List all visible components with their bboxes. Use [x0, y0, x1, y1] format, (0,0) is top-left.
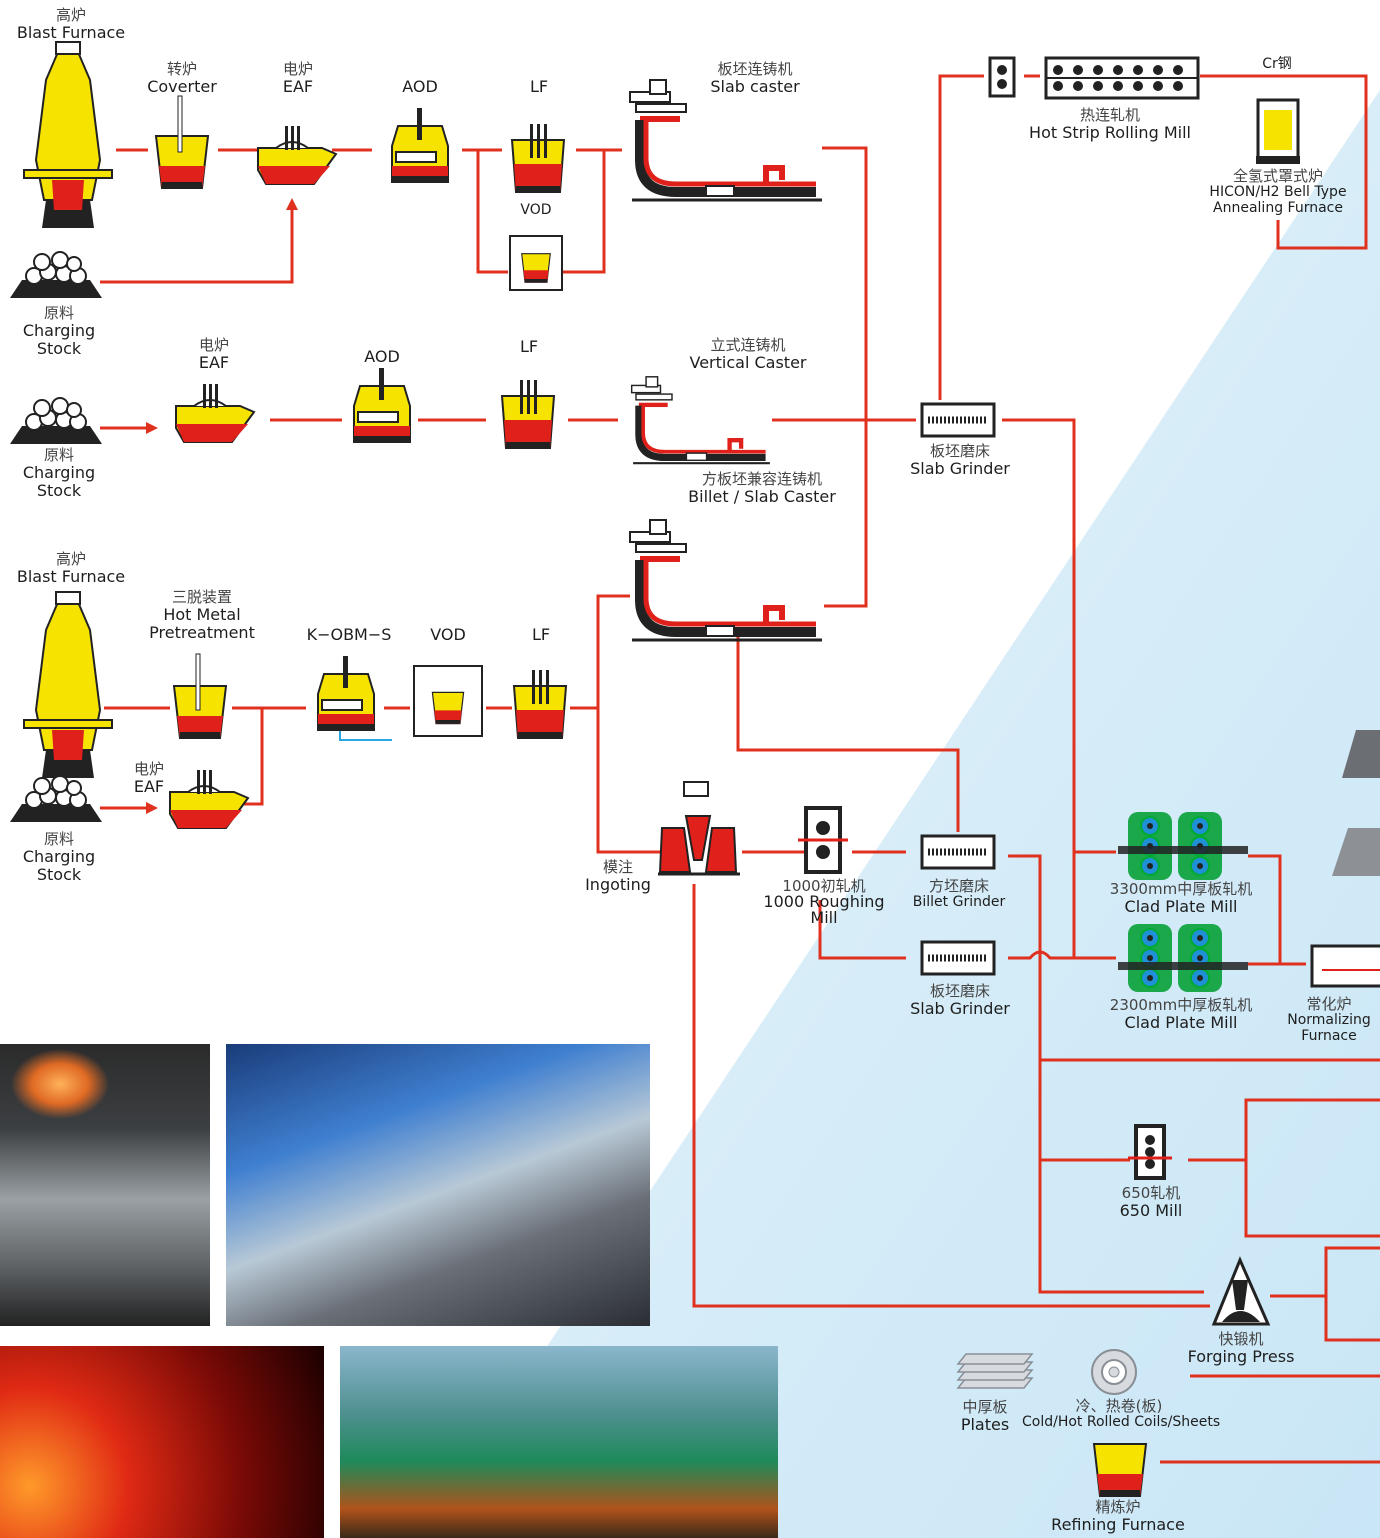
blast-furnace-bot-icon — [23, 591, 113, 779]
lf-top-icon — [511, 123, 565, 193]
clad-mill-2300-icon — [1118, 923, 1248, 993]
aod-mid-icon — [353, 367, 411, 443]
roughing-mill-icon — [798, 806, 848, 874]
vod-top-icon — [509, 235, 563, 291]
tuyere-line — [339, 730, 392, 741]
label-vod-top: VOD — [520, 202, 552, 218]
eaf-bot-icon — [169, 769, 249, 829]
hot-strip-mill-icon — [988, 56, 1200, 100]
vertical-caster-icon — [632, 377, 770, 463]
eaf-mid-icon — [175, 383, 255, 443]
hot-coil-photo — [0, 1346, 324, 1538]
flow-lines — [100, 74, 1380, 1464]
lf-bot-icon — [513, 669, 567, 739]
billet-grinder-icon — [922, 836, 994, 868]
kobms-icon — [317, 655, 375, 731]
slab-caster-icon — [630, 80, 822, 200]
hot-metal-pretreatment-icon — [173, 653, 227, 739]
forging-press-icon — [1211, 1256, 1271, 1326]
converter-icon — [155, 95, 209, 189]
vod-bot-icon — [413, 665, 483, 737]
label-cr-steel: Cr钢 — [1262, 56, 1292, 72]
charging-stock-3-icon — [9, 775, 103, 823]
mill-650-icon — [1128, 1124, 1172, 1180]
label-aod-top: AOD — [402, 77, 438, 96]
label-lf-mid: LF — [519, 337, 539, 356]
coil-icon — [1091, 1349, 1137, 1395]
slab-grinder-bot-icon — [922, 942, 994, 974]
blast-furnace-top-icon — [23, 41, 113, 229]
label-aod-mid: AOD — [364, 347, 400, 366]
charging-stock-1-icon — [9, 251, 103, 299]
furnace-photo — [0, 1044, 210, 1326]
rolling-line-photo — [226, 1044, 650, 1326]
charging-stock-2-icon — [9, 397, 103, 445]
aod-top-icon — [391, 107, 449, 183]
label-lf-top: LF — [529, 77, 549, 96]
eaf-top-icon — [257, 125, 337, 185]
label-vod-bot: VOD — [430, 625, 466, 644]
label-coils: 冷、热卷(板)Cold/Hot Rolled Coils/Sheets — [1022, 1397, 1221, 1430]
slab-grinder-top-icon — [922, 404, 994, 436]
decor-shape-1 — [1342, 730, 1380, 778]
flow-arrows — [146, 198, 298, 814]
label-kobms: K−OBM−S — [306, 625, 392, 644]
normalizing-furnace-icon — [1310, 944, 1380, 988]
decor-shape-2 — [1332, 828, 1380, 876]
ingoting-icon — [658, 781, 740, 876]
label-lf-bot: LF — [531, 625, 551, 644]
plates-icon — [956, 1353, 1034, 1389]
refining-furnace-icon — [1093, 1443, 1147, 1497]
lf-mid-icon — [501, 379, 555, 449]
mill-hall-photo — [340, 1346, 778, 1538]
clad-mill-3300-icon — [1118, 811, 1248, 881]
billet-slab-caster-icon — [630, 520, 822, 640]
bell-furnace-icon — [1256, 98, 1300, 164]
